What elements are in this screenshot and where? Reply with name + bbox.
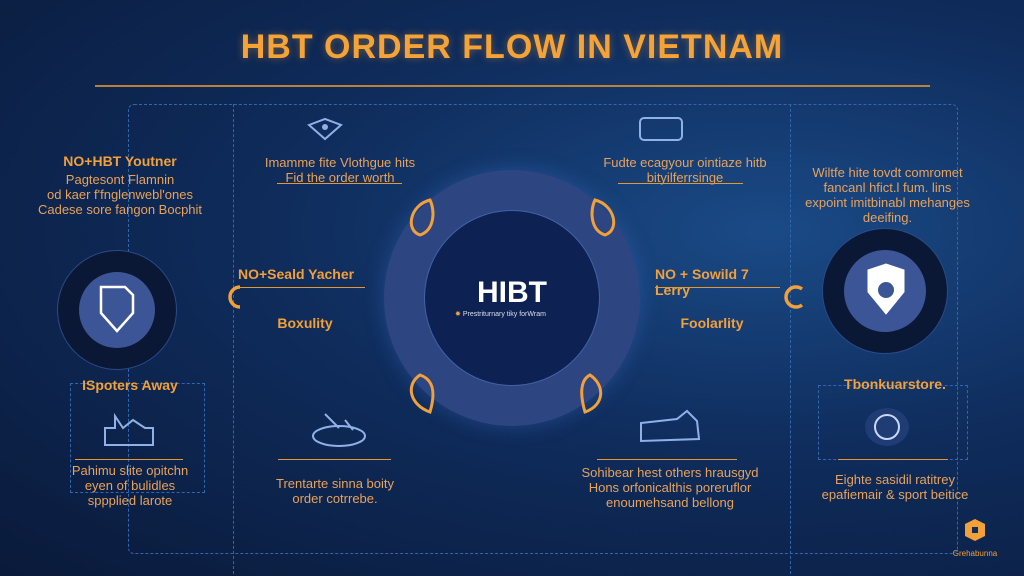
petal-icon — [580, 373, 603, 414]
divider — [278, 459, 391, 460]
divider-right — [790, 104, 791, 574]
bracket-right-icon — [784, 285, 804, 309]
hand-icon — [865, 408, 909, 446]
ship-icon — [312, 413, 366, 447]
center-core — [424, 210, 600, 386]
left-bottom-frame — [70, 383, 205, 493]
text-line: enoumehsand bellong — [606, 495, 734, 510]
sparkle-icon: ✸ — [455, 311, 463, 318]
house-icon — [104, 412, 154, 446]
petal-icon — [409, 373, 435, 414]
mid-left-heading: NO+Seald Yacher — [238, 266, 355, 282]
text-line: order cotrrebe. — [292, 491, 378, 506]
divider — [838, 459, 948, 460]
text-line: Eighte sasidil ratitrey — [835, 472, 955, 487]
text-line: deeifing. — [862, 210, 913, 225]
mid-left-sub: Boxulity — [277, 315, 333, 331]
text-line: Cadese sore fangon Bocphit — [37, 202, 203, 217]
vehicle-icon — [639, 117, 683, 141]
left-top-heading: NO+HBT Youtner — [63, 153, 177, 169]
text-line: Fid the order worth — [285, 170, 395, 185]
text-line: bityilferrsinge — [646, 170, 724, 185]
divider — [597, 459, 737, 460]
shield-icon — [867, 263, 905, 315]
brand-logo-icon — [965, 519, 985, 541]
divider — [618, 183, 743, 184]
page-title: HBT ORDER FLOW IN VIETNAM — [240, 28, 784, 66]
text-line: od kaer f'fnglenwebl'ones — [47, 187, 193, 202]
text-line: epafiemair & sport beitice — [821, 487, 969, 502]
mid-right-heading: NO + Sowild 7 Lerry — [655, 266, 749, 298]
shield-icon — [99, 285, 135, 333]
right-bottom-heading: Tbonkuarstore. — [844, 376, 946, 392]
center-logo: HIBT — [477, 276, 547, 309]
divider — [655, 287, 780, 288]
text-line: eyen of bulidles — [84, 478, 176, 493]
divider-left — [233, 104, 234, 574]
text-line: Sohibear hest others hrausgyd — [581, 465, 759, 480]
text-line: sppplied larote — [87, 493, 173, 508]
petal-icon — [590, 198, 616, 237]
text-line: expoint imitbinabl mehanges — [805, 195, 970, 210]
text-line: Hons orfonicalthis poreruflor — [588, 480, 752, 495]
text-line: fancanl hfict.l fum. lins — [823, 180, 952, 195]
brand-label: Grehabunna — [952, 549, 998, 558]
left-bottom-heading: ISpoters Away — [82, 377, 178, 393]
mid-right-sub: Foolarlity — [680, 315, 744, 331]
divider — [240, 287, 365, 288]
petal-icons — [409, 198, 616, 414]
text-line: Wiltfe hite tovdt comromet — [812, 165, 963, 180]
eye-icon — [307, 117, 343, 141]
divider — [277, 183, 402, 184]
left-medallion-inner — [79, 272, 155, 348]
truck-icon — [640, 409, 701, 443]
petal-icon — [409, 198, 435, 237]
center-tagline-text: Prestriturnary tiky forWram — [462, 311, 546, 318]
text-line: Pahimu slite opitchn — [71, 463, 189, 478]
title-divider — [95, 85, 930, 87]
bracket-left-icon — [228, 285, 241, 309]
text-line: Imamme fite Vlothgue hits — [264, 155, 416, 170]
text-line: Trentarte sinna boity — [275, 476, 395, 491]
text-line: Pagtesont Flamnin — [65, 172, 175, 187]
divider — [75, 459, 183, 460]
text-line: Fudte ecagyour ointiaze hitb — [603, 155, 767, 170]
center-tagline: ✸ Prestriturnary tiky forWram — [455, 310, 585, 318]
